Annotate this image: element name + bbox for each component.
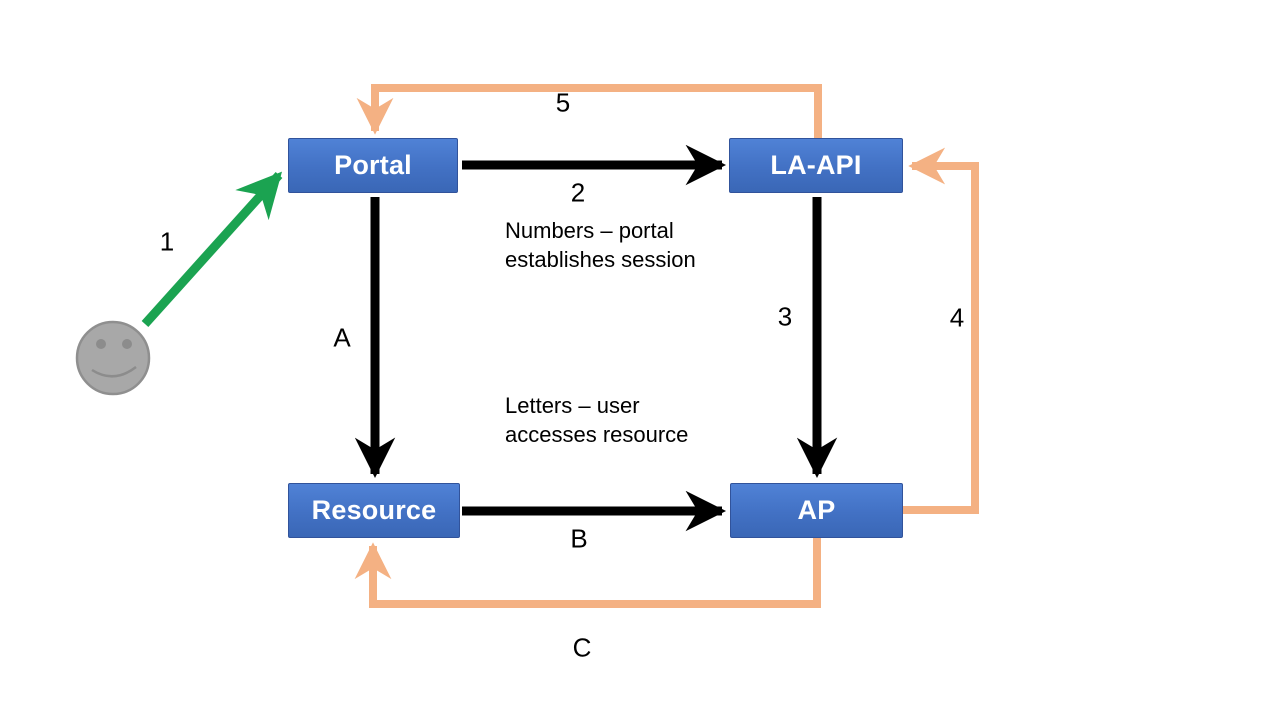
edge-label-4: 4 <box>949 302 965 333</box>
edge-label-b: B <box>570 523 588 554</box>
edge-label-3: 3 <box>777 301 793 332</box>
note-letters-line-1: Letters – user <box>505 393 640 418</box>
arrow-c-ap-to-resource-return <box>354 538 821 608</box>
arrow-4-ap-to-la-api-return <box>903 147 979 514</box>
note-letters-line-2: accesses resource <box>505 422 689 447</box>
smiley-mouth <box>91 366 137 378</box>
node-ap: AP <box>730 483 903 538</box>
node-la-api-label: LA-API <box>770 150 862 180</box>
smiley-face-icon <box>75 320 151 396</box>
arrow-5-la-api-to-portal-return <box>356 84 822 138</box>
smiley-head <box>75 320 151 396</box>
node-portal: Portal <box>288 138 458 193</box>
arrow-1-user-to-portal <box>141 171 283 328</box>
edge-label-c: C <box>572 632 592 663</box>
smiley-right-eye <box>122 339 132 349</box>
edge-label-2: 2 <box>570 177 586 208</box>
node-resource-label: Resource <box>311 495 437 525</box>
smiley-left-eye <box>96 339 106 349</box>
edge-label-5: 5 <box>555 87 571 118</box>
note-numbers-line-1: Numbers – portal <box>505 218 674 243</box>
node-ap-label: AP <box>797 495 836 525</box>
note-letters-legend: Letters – user accesses resource <box>505 391 735 449</box>
node-la-api: LA-API <box>729 138 903 193</box>
edge-label-a: A <box>333 322 351 353</box>
node-resource: Resource <box>288 483 460 538</box>
note-numbers-line-2: establishes session <box>505 247 696 272</box>
note-numbers-legend: Numbers – portal establishes session <box>505 216 735 274</box>
edge-label-1: 1 <box>159 226 175 257</box>
node-portal-label: Portal <box>334 150 412 180</box>
